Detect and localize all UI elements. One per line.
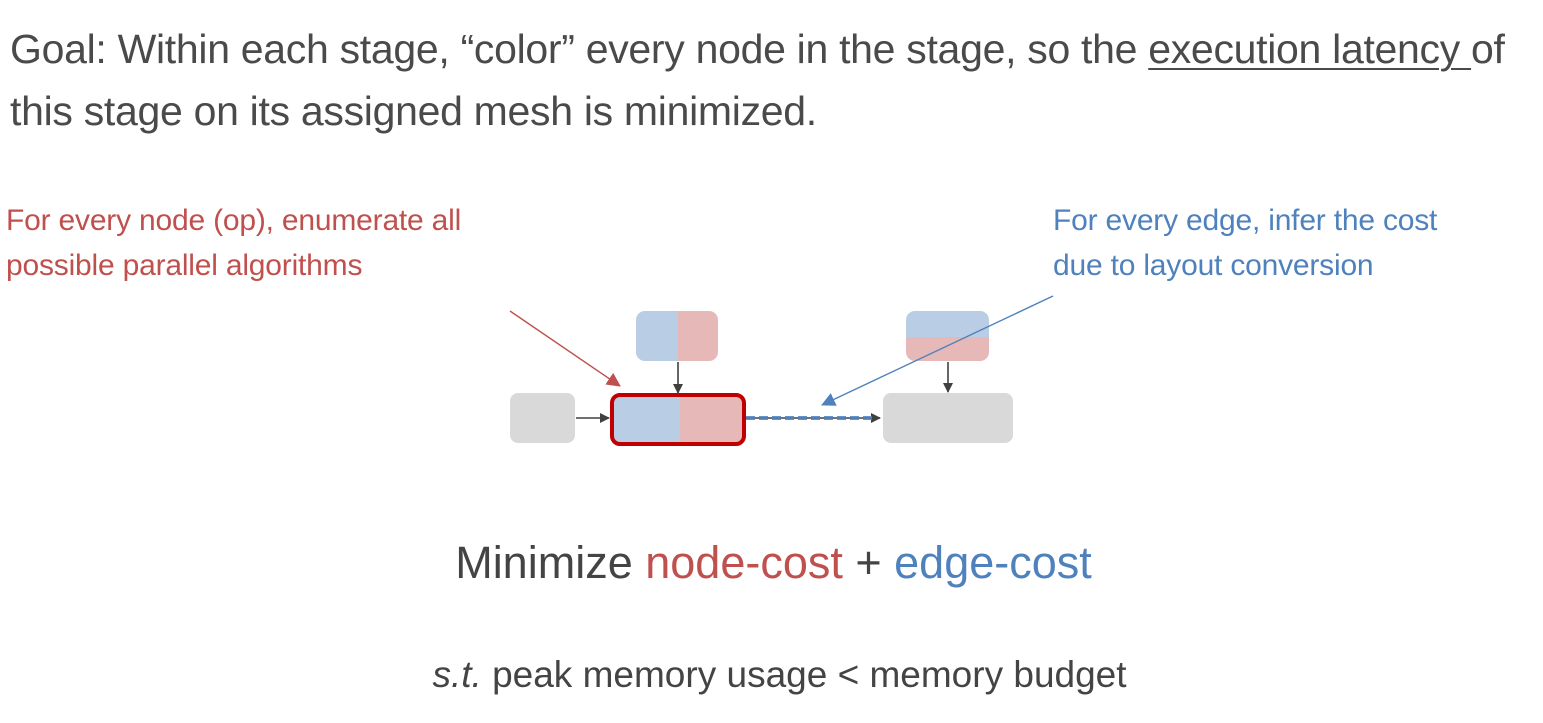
edge-annotation: For every edge, infer the cost due to la… bbox=[1053, 198, 1437, 288]
goal-statement: Goal: Within each stage, “color” every n… bbox=[10, 18, 1540, 142]
highlighted-op-node-fill bbox=[612, 395, 744, 444]
node-cost-term: node-cost bbox=[645, 537, 843, 588]
memory-constraint: s.t. peak memory usage < memory budget bbox=[0, 650, 1543, 700]
param-node-horizontal-split bbox=[906, 311, 989, 361]
node-annotation-line1: For every node (op), enumerate all bbox=[6, 204, 462, 237]
edge-annotation-line2: due to layout conversion bbox=[1053, 249, 1374, 282]
output-node bbox=[883, 393, 1013, 443]
edge-annotation-line1: For every edge, infer the cost bbox=[1053, 204, 1438, 237]
node-annotation: For every node (op), enumerate all possi… bbox=[6, 198, 461, 288]
goal-suffix: of this stage on its assigned mesh is mi… bbox=[10, 26, 1505, 134]
param-node-vertical-split bbox=[636, 311, 718, 361]
edge-cost-term: edge-cost bbox=[894, 537, 1092, 588]
input-node bbox=[510, 393, 575, 443]
constraint-text: peak memory usage < memory budget bbox=[481, 654, 1127, 695]
constraint-st: s.t. bbox=[432, 654, 482, 695]
plus-sign: + bbox=[842, 537, 895, 588]
edge-annotation-pointer bbox=[821, 295, 1054, 406]
goal-underlined-term: execution latency bbox=[1148, 26, 1472, 72]
goal-prefix: Goal: Within each stage, “color” every n… bbox=[10, 26, 1149, 72]
node-annotation-line2: possible parallel algorithms bbox=[6, 249, 363, 282]
highlighted-op-node bbox=[610, 393, 746, 446]
node-annotation-pointer bbox=[509, 310, 621, 387]
objective-formula: Minimize node-cost + edge-cost bbox=[0, 533, 1543, 593]
formula-prefix: Minimize bbox=[455, 537, 646, 588]
